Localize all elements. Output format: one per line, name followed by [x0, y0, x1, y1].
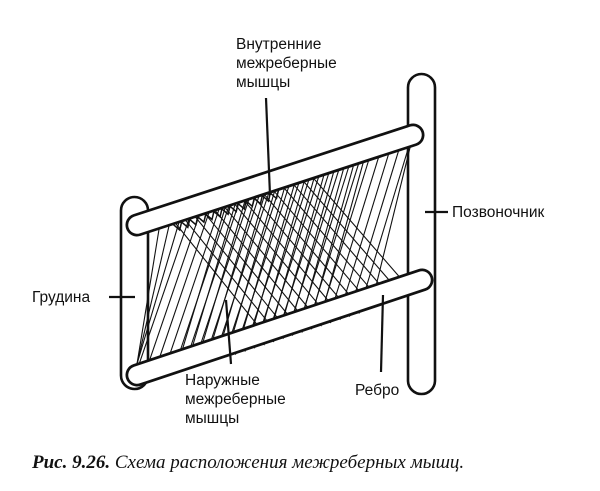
spine-bar [406, 72, 437, 396]
internal-muscles-leader [264, 97, 272, 196]
figure-caption: Рис. 9.26. Схема расположения межреберны… [32, 452, 592, 474]
external-fiber [294, 171, 335, 312]
external-muscles-label: Наружные межреберные мышцы [185, 372, 290, 427]
internal-fiber [169, 209, 220, 354]
internal-fiber [136, 228, 160, 365]
external-fiber [304, 168, 345, 309]
figure-number: Рис. 9.26. [32, 452, 111, 473]
external-fiber [273, 178, 315, 319]
upper-rib [125, 123, 425, 237]
external-muscles-leader [224, 299, 233, 365]
internal-fiber [159, 212, 210, 357]
caption-text: Схема расположения межреберных мышц. [114, 452, 465, 473]
internal-fiber [344, 153, 390, 295]
external-fiber [243, 187, 286, 329]
external-fiber [273, 190, 359, 291]
internal-fiber [180, 205, 230, 350]
external-intercostal-fibers [175, 162, 400, 349]
external-fiber [194, 216, 278, 318]
external-fiber [263, 194, 349, 294]
lower-rib [125, 268, 434, 387]
internal-fiber [365, 147, 410, 288]
rib-label: Ребро [355, 382, 399, 399]
rib-leader [379, 294, 385, 373]
sternum-label: Грудина [32, 289, 90, 306]
external-fiber [212, 197, 256, 339]
external-fiber [202, 200, 246, 343]
external-fiber [175, 223, 258, 325]
external-fiber [232, 190, 276, 332]
external-fiber [234, 203, 319, 305]
internal-fiber [136, 222, 180, 365]
internal-fiber [138, 218, 190, 364]
external-fiber [253, 184, 295, 326]
external-fiber [254, 197, 339, 298]
external-fiber [283, 174, 325, 316]
external-fiber [244, 200, 329, 301]
external-fiber [283, 187, 370, 288]
external-fiber [222, 194, 266, 336]
external-fiber [192, 203, 236, 346]
intercostal-muscles-diagram: Внутренние межреберные мышцы Позвоночник… [32, 36, 545, 427]
upper-zigzag [173, 190, 280, 232]
external-fiber [314, 165, 355, 305]
internal-muscles-label: Внутренние межреберные мышцы [236, 36, 341, 91]
internal-fiber [355, 150, 400, 292]
external-fiber [263, 181, 305, 322]
external-fiber [185, 219, 268, 322]
external-fiber [324, 162, 364, 302]
external-fiber [182, 207, 226, 349]
internal-fiber [149, 215, 200, 360]
external-fiber [204, 213, 288, 315]
internal-fiber [200, 199, 250, 343]
internal-fiber [210, 196, 260, 340]
spine-label: Позвоночник [452, 204, 545, 221]
external-fiber [313, 178, 400, 277]
internal-fiber [375, 146, 411, 285]
internal-fiber [190, 202, 240, 347]
internal-fiber [136, 225, 170, 365]
